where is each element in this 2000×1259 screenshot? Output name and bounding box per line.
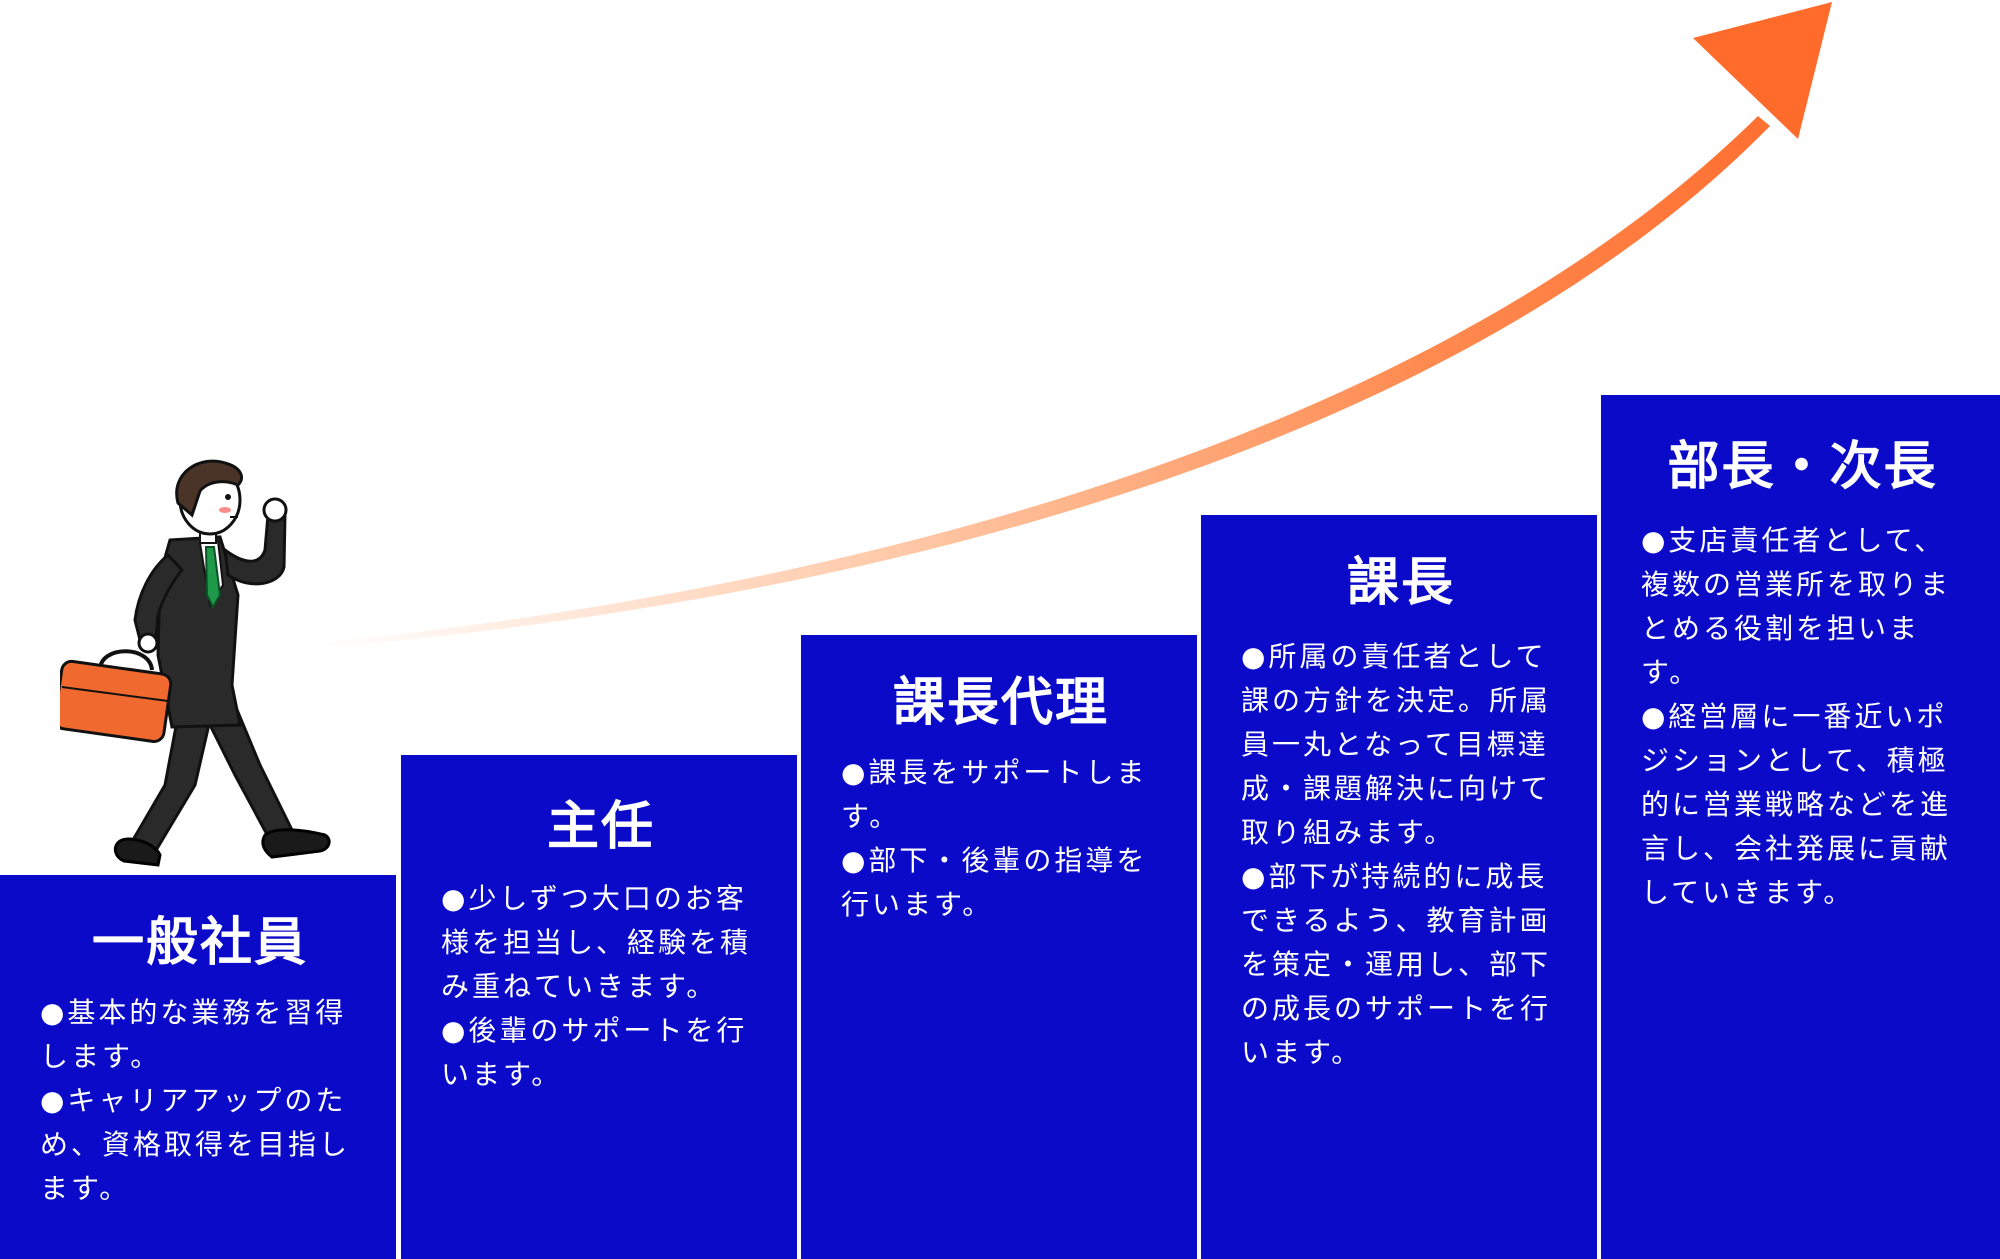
growth-arrow-icon	[318, 2, 1832, 648]
career-step-staff: 一般社員 ●基本的な業務を習得します。 ●キャリアアップのため、資格取得を目指し…	[0, 875, 396, 1259]
step-description: ●少しずつ大口のお客様を担当し、経験を積み重ねていきます。 ●後輩のサポートを行…	[441, 877, 761, 1097]
step-bullet: ●部下・後輩の指導を行います。	[841, 844, 1148, 921]
step-title: 一般社員	[91, 913, 308, 973]
step-bullet: ●基本的な業務を習得します。	[40, 996, 347, 1073]
step-bullet: ●後輩のサポートを行います。	[441, 1014, 748, 1091]
step-bullet: ●課長をサポートします。	[841, 756, 1148, 833]
step-description: ●支店責任者として、複数の営業所を取りまとめる役割を担います。 ●経営層に一番近…	[1641, 519, 1964, 915]
career-step-deputy-manager: 課長代理 ●課長をサポートします。 ●部下・後輩の指導を行います。	[801, 635, 1197, 1259]
step-title: 主任	[546, 797, 655, 857]
step-bullet: ●所属の責任者として課の方針を決定。所属員一丸となって目標達成・課題解決に向けて…	[1241, 640, 1552, 849]
step-bullet: ●経営層に一番近いポジションとして、積極的に営業戦略などを進言し、会社発展に貢献…	[1641, 700, 1952, 909]
career-step-general-manager: 部長・次長 ●支店責任者として、複数の営業所を取りまとめる役割を担います。 ●経…	[1601, 395, 2000, 1259]
step-bullet: ●キャリアアップのため、資格取得を目指します。	[40, 1084, 351, 1205]
career-step-section-manager: 課長 ●所属の責任者として課の方針を決定。所属員一丸となって目標達成・課題解決に…	[1201, 515, 1597, 1259]
step-bullet: ●支店責任者として、複数の営業所を取りまとめる役割を担います。	[1641, 524, 1952, 689]
step-bullet: ●部下が持続的に成長できるよう、教育計画を策定・運用し、部下の成長のサポートを行…	[1241, 860, 1552, 1069]
businessman-walking-icon	[60, 459, 331, 867]
step-title: 課長	[1346, 553, 1455, 613]
step-bullet: ●少しずつ大口のお客様を担当し、経験を積み重ねていきます。	[441, 882, 752, 1003]
career-step-chief: 主任 ●少しずつ大口のお客様を担当し、経験を積み重ねていきます。 ●後輩のサポー…	[401, 755, 797, 1259]
step-title: 部長・次長	[1667, 437, 1938, 497]
step-description: ●基本的な業務を習得します。 ●キャリアアップのため、資格取得を目指します。	[40, 991, 360, 1211]
step-title: 課長代理	[892, 673, 1109, 733]
step-description: ●課長をサポートします。 ●部下・後輩の指導を行います。	[841, 751, 1161, 927]
step-description: ●所属の責任者として課の方針を決定。所属員一丸となって目標達成・課題解決に向けて…	[1241, 635, 1561, 1075]
